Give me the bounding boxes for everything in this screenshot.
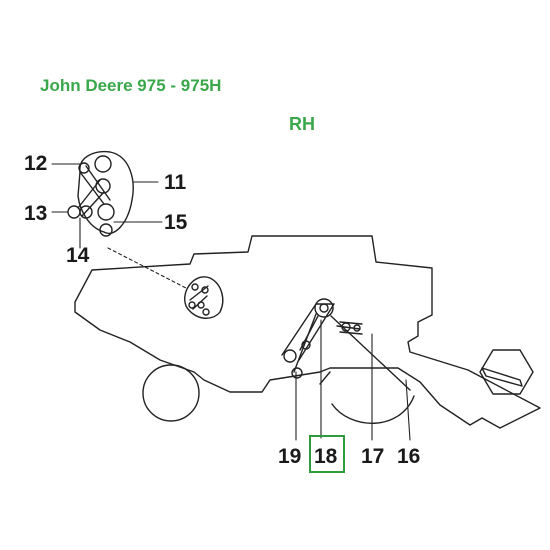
front-wheel (142, 364, 200, 422)
selected-part-highlight[interactable] (309, 435, 345, 473)
part-label-12[interactable]: 12 (24, 152, 48, 175)
side-indicator: RH (289, 114, 315, 134)
center-leader-lines (295, 319, 411, 441)
center-drive-assembly (281, 298, 411, 391)
part-label-13[interactable]: 13 (24, 202, 48, 225)
part-label-16[interactable]: 16 (397, 445, 421, 468)
part-label-15[interactable]: 15 (164, 211, 188, 234)
model-title: John Deere 975 - 975H (40, 76, 222, 95)
feeder-drum-arc (331, 395, 415, 424)
part-label-17[interactable]: 17 (361, 445, 385, 468)
header-reel-hexagon (479, 349, 534, 395)
combine-body-outline (74, 235, 541, 429)
detail-pulley-housing (67, 150, 134, 237)
part-label-11[interactable]: 11 (164, 171, 187, 194)
part-label-19[interactable]: 19 (278, 445, 302, 468)
detail-leader-lines (51, 163, 163, 249)
header-reel-arm (481, 367, 523, 387)
detail-dashed-connector (107, 247, 187, 289)
part-label-14[interactable]: 14 (66, 244, 90, 267)
part-label-18[interactable]: 18 (314, 445, 338, 468)
small-pulley-housing (184, 276, 224, 319)
